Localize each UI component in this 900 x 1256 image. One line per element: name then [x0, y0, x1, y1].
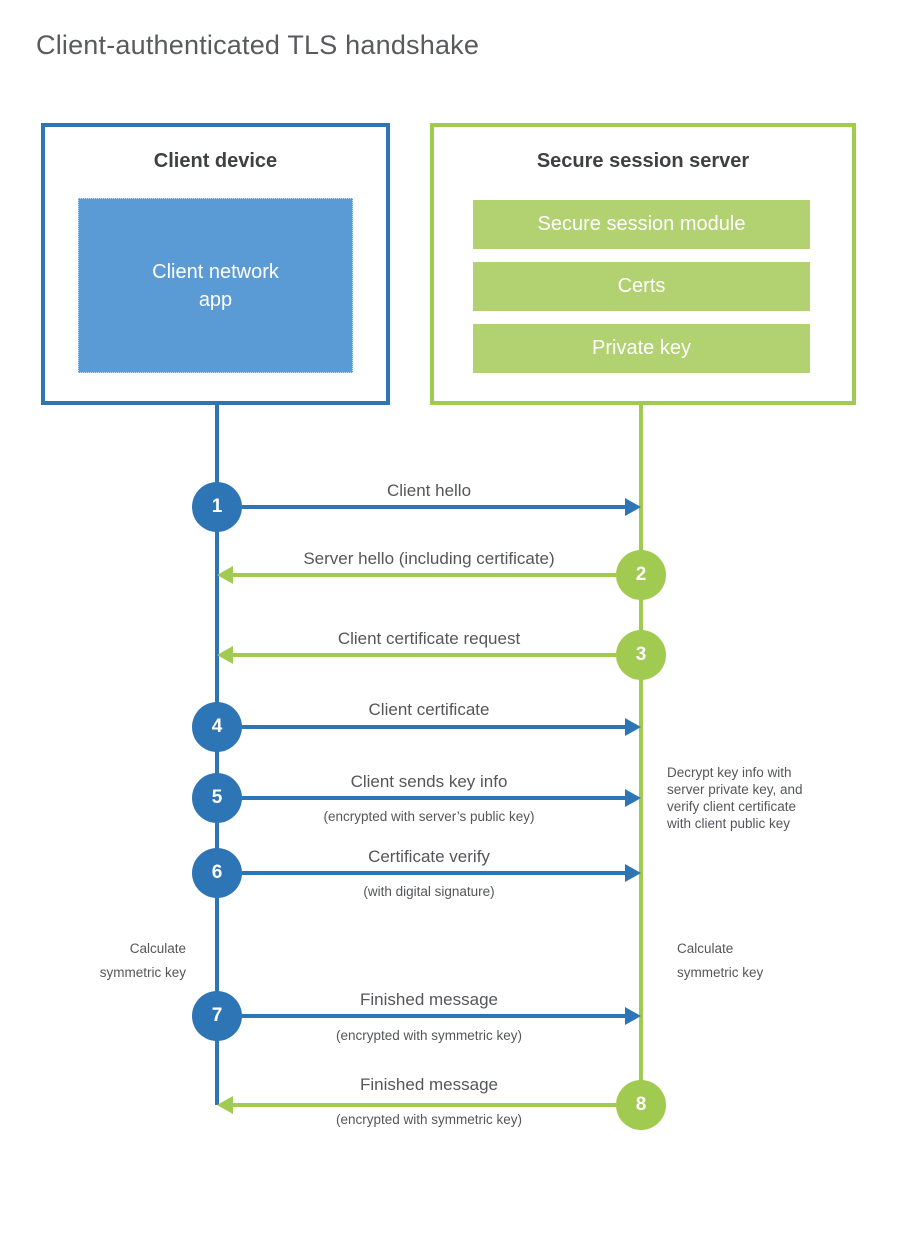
arrowhead-right-icon [625, 498, 641, 516]
arrowhead-left-icon [217, 566, 233, 584]
step-circle-8: 8 [616, 1080, 666, 1130]
message-label: Finished message [360, 1075, 498, 1094]
arrowhead-right-icon [625, 789, 641, 807]
page-title: Client-authenticated TLS handshake [36, 30, 480, 60]
server-module-private-key: Private key [473, 324, 810, 373]
step-circle-1: 1 [192, 482, 242, 532]
arrowhead-right-icon [625, 864, 641, 882]
message-arrow [217, 566, 616, 584]
message-label: Finished message [360, 990, 498, 1009]
arrowhead-left-icon [217, 1096, 233, 1114]
message-arrow [242, 1007, 641, 1025]
message-sublabel: (encrypted with server’s public key) [323, 809, 535, 824]
client-network-app-box: Client network app [78, 198, 353, 373]
step-circle-3: 3 [616, 630, 666, 680]
message-label: Client hello [386, 481, 472, 500]
client-device-box: Client device Client network app [41, 123, 390, 405]
message-sublabel: (with digital signature) [363, 884, 495, 899]
message-arrow [242, 718, 641, 736]
step-circle-5: 5 [192, 773, 242, 823]
message-label: Client certificate request [337, 629, 521, 648]
message-label: Server hello (including certificate) [303, 549, 555, 568]
message-arrow [242, 789, 641, 807]
message-arrow [217, 646, 616, 664]
message-sublabel: (encrypted with symmetric key) [335, 1028, 523, 1043]
message-sublabel: (encrypted with symmetric key) [335, 1112, 523, 1127]
server-lifeline [639, 405, 643, 1105]
server-box: Secure session server Secure session mod… [430, 123, 856, 405]
step-circle-6: 6 [192, 848, 242, 898]
client-lifeline [215, 405, 219, 1105]
step-circle-4: 4 [192, 702, 242, 752]
arrowhead-right-icon [625, 718, 641, 736]
step-circle-7: 7 [192, 991, 242, 1041]
message-label: Client sends key info [350, 772, 508, 791]
server-module-certs: Certs [473, 262, 810, 311]
client-device-title: Client device [153, 150, 278, 172]
message-arrow [217, 1096, 616, 1114]
message-arrow [242, 498, 641, 516]
message-arrow [242, 864, 641, 882]
server-module-secure-session: Secure session module [473, 200, 810, 249]
note-calculate-symmetric-key-right: Calculate symmetric key [677, 941, 764, 980]
message-label: Client certificate [368, 700, 490, 719]
arrowhead-left-icon [217, 646, 233, 664]
note-decrypt-key-info: Decrypt key info with server private key… [667, 765, 803, 831]
arrowhead-right-icon [625, 1007, 641, 1025]
message-label: Certificate verify [368, 847, 490, 866]
step-circle-2: 2 [616, 550, 666, 600]
note-calculate-symmetric-key-left: Calculate symmetric key [99, 941, 186, 980]
server-title: Secure session server [536, 150, 750, 172]
